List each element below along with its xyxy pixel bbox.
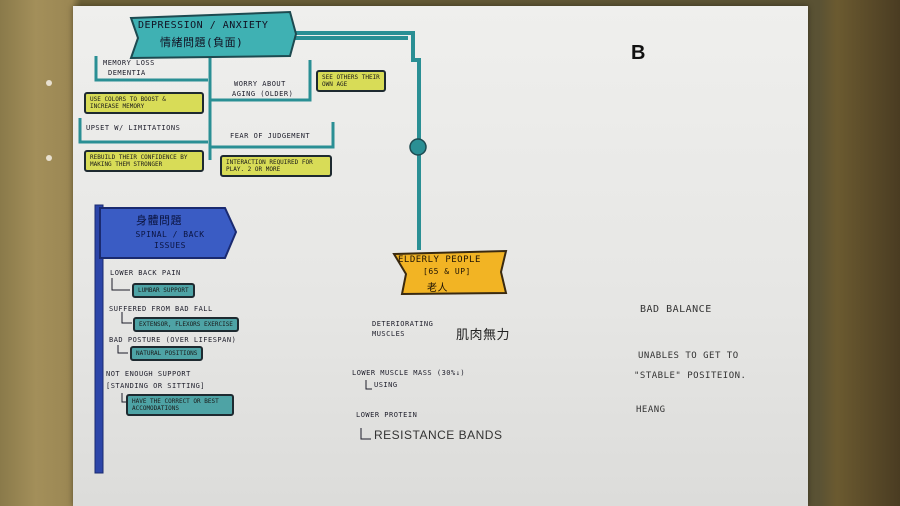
unables-label: UNABLES TO GET TO [638, 351, 739, 361]
deteriorating-label: DETERIORATING [372, 320, 434, 328]
support-note: HAVE THE CORRECT OR BEST ACCOMODATIONS [126, 394, 234, 416]
resistance-bands-label: RESISTANCE BANDS [374, 428, 503, 442]
elderly-age: [65 & UP] [423, 267, 471, 276]
memory-loss-label: MEMORY LOSS [103, 59, 155, 67]
stable-position-label: "STABLE" POSITEION. [634, 371, 747, 381]
fear-label: FEAR OF JUDGEMENT [230, 132, 311, 140]
pushpin [46, 155, 52, 161]
depression-subtitle: 情緒問題(負面) [160, 36, 244, 49]
muscles-chinese: 肌肉無力 [456, 328, 511, 343]
depression-title: DEPRESSION / ANXIETY [138, 20, 269, 31]
section-letter: B [631, 42, 646, 64]
support-label: NOT ENOUGH SUPPORT [106, 370, 191, 378]
upset-note: REBUILD THEIR CONFIDENCE BY MAKING THEM … [84, 150, 204, 172]
physical-subtitle: SPINAL / BACK ISSUES [135, 230, 205, 250]
worry-label: WORRY ABOUT [234, 80, 286, 88]
elderly-chinese: 老人 [427, 283, 448, 294]
hearing-label: HEANG [636, 405, 666, 415]
posture-note: NATURAL POSITIONS [130, 346, 204, 361]
upset-label: UPSET W/ LIMITATIONS [86, 124, 181, 132]
back-pain-note: LUMBAR SUPPORT [132, 283, 195, 298]
elderly-title: ELDERLY PEOPLE [398, 255, 481, 265]
worry-note: SEE OTHERS THEIR OWN AGE [316, 70, 386, 92]
bad-fall-label: SUFFERED FROM BAD FALL [109, 305, 213, 313]
aging-label: AGING (OLDER) [232, 90, 294, 98]
standing-label: [STANDING OR SITTING] [106, 382, 206, 390]
lower-protein-label: LOWER PROTEIN [356, 411, 418, 419]
physical-title: 身體問題 [136, 214, 182, 227]
muscles-label: MUSCLES [372, 330, 406, 338]
back-pain-label: LOWER BACK PAIN [110, 269, 181, 277]
memory-note: USE COLORS TO BOOST & INCREASE MEMORY [84, 92, 204, 114]
pushpin [46, 80, 52, 86]
fear-note: INTERACTION REQUIRED FOR PLAY. 2 OR MORE [220, 155, 332, 177]
posture-label: BAD POSTURE (OVER LIFESPAN) [109, 336, 237, 344]
muscle-mass-label: LOWER MUSCLE MASS (30%↓) [352, 369, 466, 377]
dementia-label: DEMENTIA [108, 69, 146, 77]
bad-balance-label: BAD BALANCE [640, 304, 712, 315]
using-label: USING [374, 381, 398, 389]
bad-fall-note: EXTENSOR, FLEXORS EXERCISE [133, 317, 239, 332]
